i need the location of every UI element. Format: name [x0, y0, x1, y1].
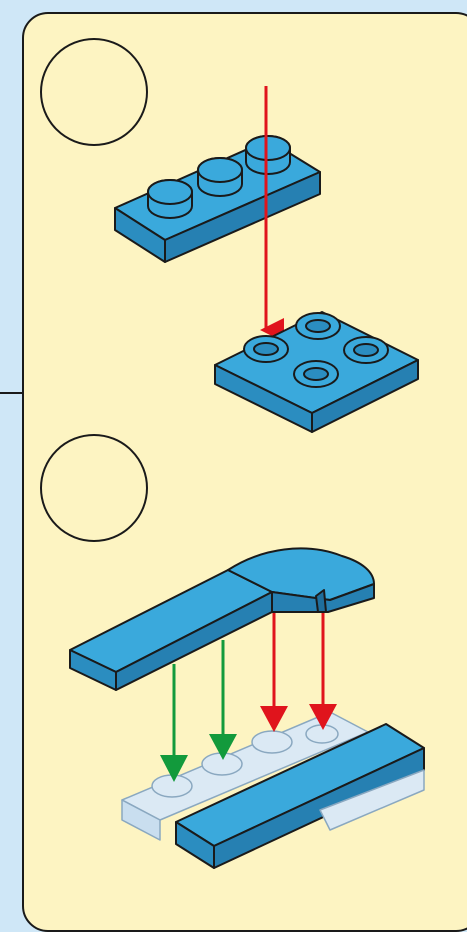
plate-2x2-icon [215, 312, 418, 432]
plate-1x3-icon [115, 136, 320, 262]
arrows-red [260, 600, 337, 732]
